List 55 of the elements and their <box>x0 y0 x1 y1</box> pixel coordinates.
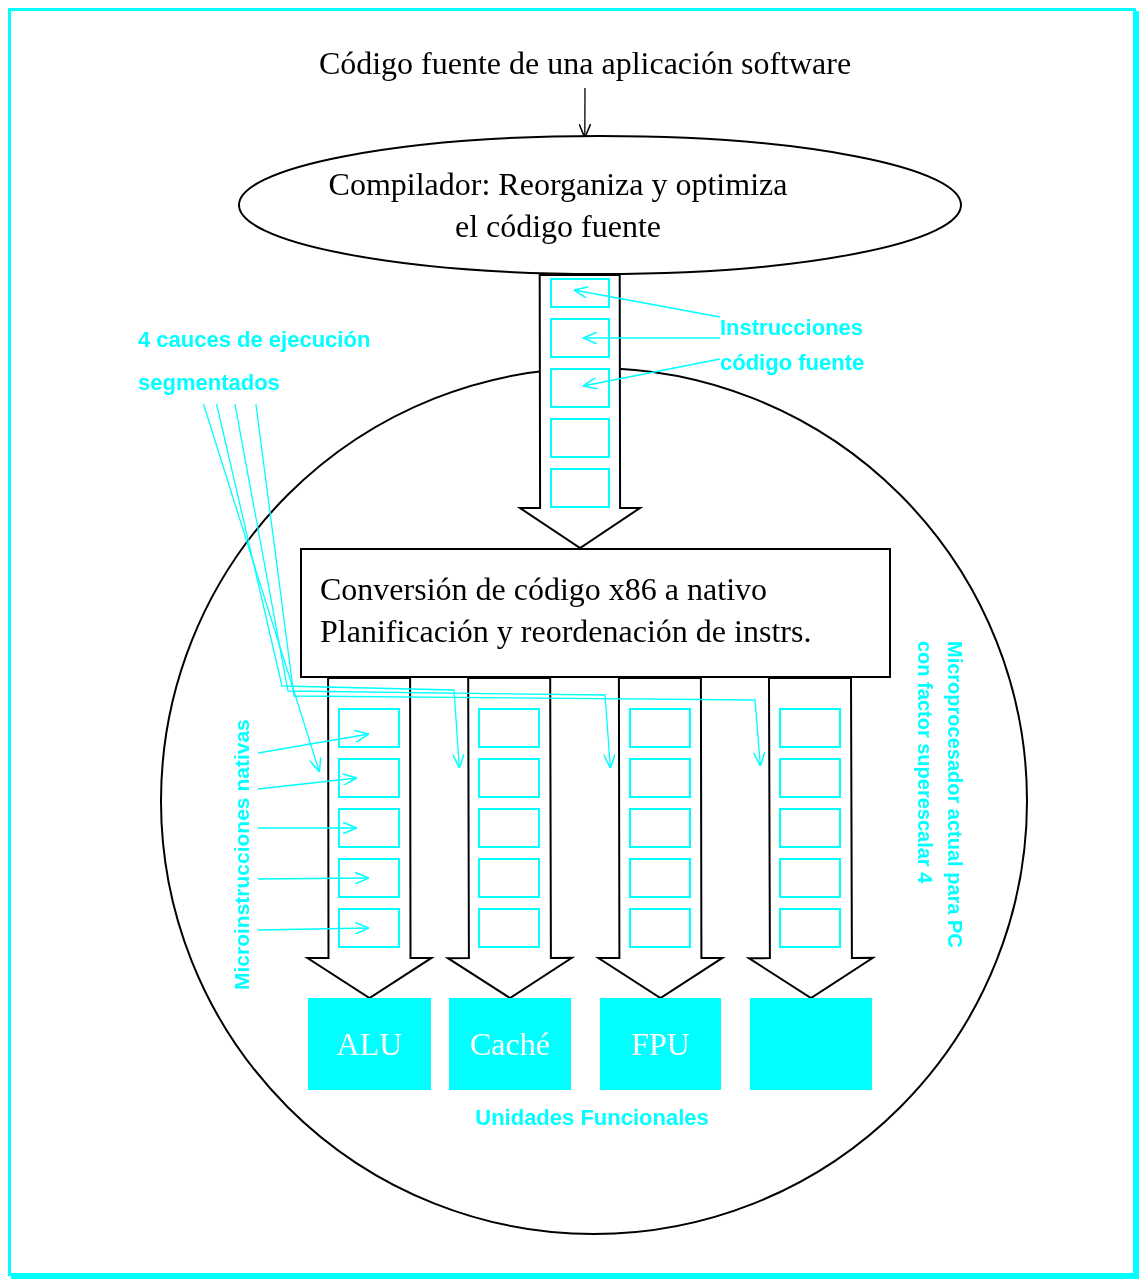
process-box <box>300 548 891 678</box>
arrow <box>257 871 370 885</box>
pipeline-stage-box <box>338 758 400 798</box>
arrow <box>257 773 358 790</box>
functional-unit-box: Caché <box>449 998 571 1090</box>
block-arrow <box>595 676 726 1000</box>
pipeline-stage-box <box>779 758 841 798</box>
callout-text: Microinstrucciones nativas <box>226 690 258 990</box>
pipeline-stage-box <box>550 418 610 458</box>
pipeline-stage-box <box>629 908 691 948</box>
block-arrow <box>516 273 644 550</box>
arrow <box>257 921 370 935</box>
pipeline-stage-box <box>550 278 610 308</box>
pipeline-stage-box <box>629 708 691 748</box>
pipeline-stage-box <box>478 758 540 798</box>
pipeline-stage-box <box>478 858 540 898</box>
pipeline-stage-box <box>779 708 841 748</box>
caption-text: Unidades Funcionales <box>475 1105 709 1131</box>
arrow <box>234 403 616 769</box>
block-arrow <box>745 676 877 1000</box>
pipeline-stage-box <box>779 858 841 898</box>
block-arrow <box>304 677 435 1000</box>
arrow <box>582 331 721 345</box>
pipeline-stage-box <box>629 858 691 898</box>
pipeline-stage-box <box>338 908 400 948</box>
pipeline-stage-box <box>338 808 400 848</box>
callout-text: Instrucciones código fuente <box>720 310 880 380</box>
callout-text: 4 cauces de ejecución segmentados <box>138 318 400 404</box>
node-text: Compilador: Reorganiza y optimiza el código fuente <box>328 165 788 246</box>
arrow <box>255 403 766 767</box>
rotated-caption: Microprocesador actual para PC con factor superescalar 4 <box>913 641 967 950</box>
functional-unit-box: FPU <box>600 998 721 1090</box>
arrow <box>257 821 358 835</box>
pipeline-stage-box <box>629 808 691 848</box>
pipeline-stage-box <box>629 758 691 798</box>
arrow <box>257 729 370 754</box>
pipeline-stage-box <box>478 808 540 848</box>
block-arrow <box>444 676 576 1000</box>
pipeline-stage-box <box>550 368 610 408</box>
source-code-text: Código fuente de una aplicación software <box>285 42 885 88</box>
pipeline-stage-box <box>338 858 400 898</box>
arrow <box>582 358 721 390</box>
pipeline-stage-box <box>478 908 540 948</box>
compiler-ellipse <box>238 135 962 275</box>
functional-unit-box: ALU <box>308 998 431 1090</box>
pipeline-stage-box <box>338 708 400 748</box>
pipeline-stage-box <box>550 318 610 358</box>
arrow <box>202 403 322 773</box>
pipeline-stage-box <box>478 708 540 748</box>
pipeline-stage-box <box>779 908 841 948</box>
functional-unit-box <box>750 998 872 1090</box>
pipeline-stage-box <box>779 808 841 848</box>
arrow <box>573 286 721 318</box>
arrow <box>215 403 465 769</box>
pipeline-stage-box <box>550 468 610 508</box>
